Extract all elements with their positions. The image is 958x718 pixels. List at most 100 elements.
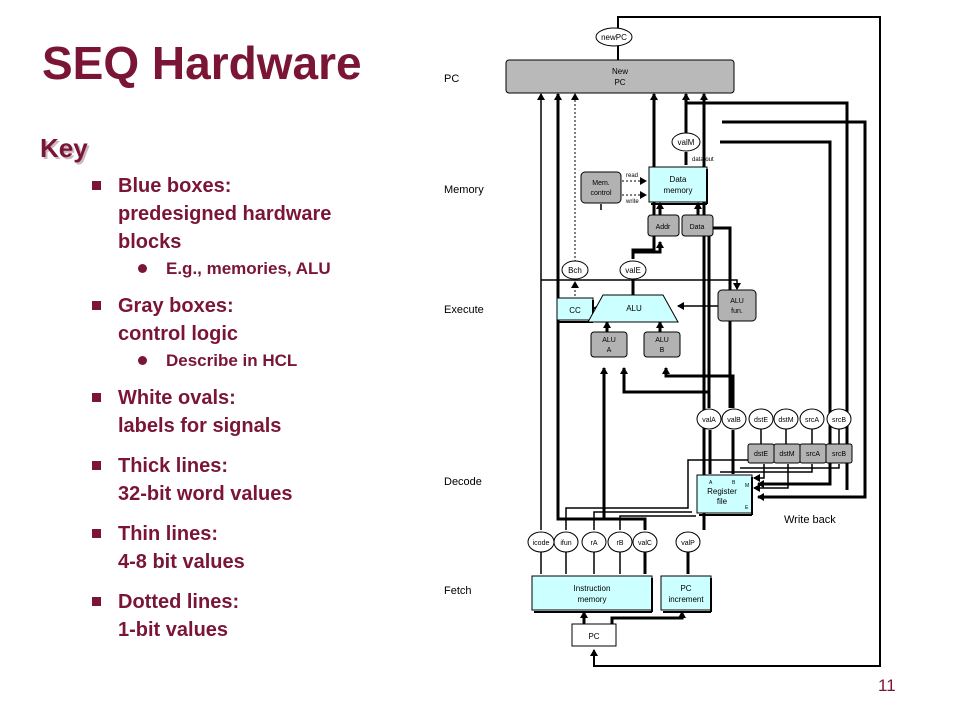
- alu-a-block: ALU A: [590, 331, 628, 358]
- sub-bullet: E.g., memories, ALU: [138, 258, 422, 280]
- bullet-text: Blue boxes: predesigned hardware blocks: [118, 175, 332, 253]
- data-block: Data: [681, 214, 714, 237]
- stage-label-fetch: Fetch: [444, 585, 472, 597]
- mem-control-label: Mem.: [592, 180, 610, 187]
- valm-oval-label: valM: [678, 138, 695, 147]
- pc-increment-label-2: increment: [668, 595, 704, 604]
- data-memory-block: Data memory: [648, 166, 708, 205]
- port-e-label: E: [745, 505, 749, 511]
- addr-label: Addr: [656, 224, 671, 231]
- alu-block: ALU: [587, 294, 679, 323]
- square-bullet-icon: [92, 301, 101, 310]
- read-label: read: [626, 173, 638, 179]
- port-a-label: A: [709, 480, 713, 486]
- bullet-text: Gray boxes: control logic: [118, 295, 238, 345]
- srca-oval-label: srcA: [805, 417, 819, 424]
- vale-oval-label: valE: [625, 266, 641, 275]
- bullet-text: Thin lines: 4-8 bit values: [118, 523, 245, 573]
- dstm-oval-label: dstM: [778, 417, 793, 424]
- decode-ovals: valA valB dstE dstM srcA srcB: [696, 408, 852, 430]
- srcb-box-label: srcB: [832, 451, 846, 458]
- page-number: 11: [878, 676, 896, 695]
- stage-label-memory: Memory: [444, 184, 484, 196]
- write-back-label: Write back: [784, 514, 836, 526]
- square-bullet-icon: [92, 461, 101, 470]
- srcb-oval-label: srcB: [832, 417, 846, 424]
- instruction-memory-block: Instruction memory: [531, 575, 653, 613]
- new-pc-block: New PC: [505, 59, 735, 94]
- mem-control-block: Mem. control: [580, 171, 622, 204]
- newpc-oval: newPC: [595, 27, 633, 47]
- alu-b-label-2: B: [660, 347, 665, 354]
- round-bullet-icon: [138, 356, 147, 365]
- alu-b-block: ALU B: [643, 331, 681, 358]
- sub-bullet-text: E.g., memories, ALU: [166, 259, 331, 278]
- new-pc-label-2: PC: [614, 78, 625, 87]
- write-label: write: [625, 199, 639, 205]
- bullet-text: White ovals: labels for signals: [118, 387, 282, 437]
- stage-label-pc: PC: [444, 73, 459, 85]
- cc-label: CC: [569, 306, 581, 315]
- pc-register-block: PC: [571, 623, 617, 647]
- bullet-text: Thick lines: 32-bit word values: [118, 455, 293, 505]
- icode-oval-label: icode: [533, 540, 550, 547]
- fetch-ovals: icode ifun rA rB valC valP: [527, 531, 701, 553]
- vale-oval: valE: [619, 260, 647, 280]
- data-memory-label: Data: [670, 175, 687, 184]
- decode-boxes: dstE dstM srcA srcB: [747, 443, 853, 464]
- stage-label-execute: Execute: [444, 304, 484, 316]
- sub-bullet: Describe in HCL: [138, 350, 422, 372]
- pc-increment-label: PC: [680, 584, 691, 593]
- instruction-memory-label: Instruction: [574, 584, 611, 593]
- alu-fun-label: ALU: [730, 298, 744, 305]
- mem-control-label-2: control: [590, 190, 611, 197]
- bullet-gray-boxes: Gray boxes: control logic Describe in HC…: [92, 292, 422, 372]
- alu-a-label-2: A: [607, 347, 612, 354]
- bullet-blue-boxes: Blue boxes: predesigned hardware blocks …: [92, 172, 422, 280]
- alu-a-label: ALU: [602, 337, 616, 344]
- rb-oval-label: rB: [617, 540, 624, 547]
- bullet-white-ovals: White ovals: labels for signals: [92, 384, 422, 440]
- valc-oval-label: valC: [638, 540, 652, 547]
- srca-box-label: srcA: [806, 451, 820, 458]
- register-file-label: Register: [707, 487, 737, 496]
- data-label: Data: [690, 224, 705, 231]
- dste-box-label: dstE: [754, 451, 768, 458]
- vala-oval-label: valA: [702, 417, 716, 424]
- round-bullet-icon: [138, 264, 147, 273]
- cc-block: CC: [556, 297, 594, 323]
- sub-bullet-text: Describe in HCL: [166, 351, 298, 370]
- square-bullet-icon: [92, 597, 101, 606]
- pc-register-label: PC: [588, 632, 599, 641]
- bch-oval: Bch: [561, 260, 589, 280]
- valb-oval-label: valB: [727, 417, 741, 424]
- bullet-dotted-lines: Dotted lines: 1-bit values: [92, 588, 422, 644]
- square-bullet-icon: [92, 181, 101, 190]
- bch-oval-label: Bch: [568, 266, 582, 275]
- newpc-oval-label: newPC: [601, 33, 627, 42]
- new-pc-label: New: [612, 67, 628, 76]
- key-list: Blue boxes: predesigned hardware blocks …: [92, 172, 422, 656]
- alu-fun-block: ALU fun.: [717, 289, 757, 322]
- square-bullet-icon: [92, 529, 101, 538]
- valm-oval: valM: [671, 132, 701, 152]
- port-b-label: B: [732, 480, 736, 486]
- data-memory-label-2: memory: [664, 186, 693, 195]
- alu-b-label: ALU: [655, 337, 669, 344]
- alu-label: ALU: [626, 304, 642, 313]
- instruction-memory-label-2: memory: [578, 595, 607, 604]
- key-heading: Key: [40, 133, 88, 163]
- valp-oval-label: valP: [681, 540, 695, 547]
- ifun-oval-label: ifun: [560, 540, 571, 547]
- bullet-thick-lines: Thick lines: 32-bit word values: [92, 452, 422, 508]
- dstm-box-label: dstM: [779, 451, 794, 458]
- pc-increment-block: PC increment: [660, 575, 712, 613]
- dste-oval-label: dstE: [754, 417, 768, 424]
- alu-fun-label-2: fun.: [731, 308, 743, 315]
- register-file-block: Register file A B M E: [696, 474, 753, 516]
- bullet-thin-lines: Thin lines: 4-8 bit values: [92, 520, 422, 576]
- register-file-label-2: file: [717, 497, 728, 506]
- square-bullet-icon: [92, 393, 101, 402]
- slide-title: SEQ Hardware: [42, 37, 362, 89]
